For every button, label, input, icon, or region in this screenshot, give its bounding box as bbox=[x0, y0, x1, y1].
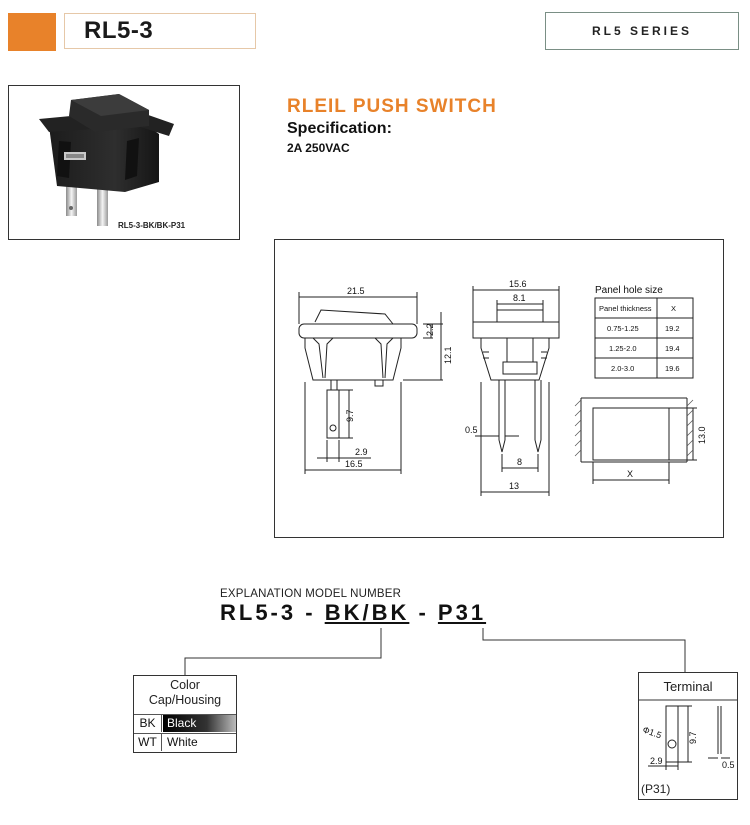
dimension-drawing: 21.5 2.2 12.1 9.7 2.9 16.5 15.6 8.1 0.5 … bbox=[298, 279, 707, 496]
dim-front-thickness: 0.5 bbox=[465, 425, 478, 435]
dim-side-height: 12.1 bbox=[443, 346, 453, 364]
color-code: WT bbox=[134, 734, 162, 751]
panel-table-header-x: X bbox=[671, 304, 676, 313]
terminal-diameter: Ф1.5 bbox=[641, 724, 663, 740]
series-frame bbox=[545, 12, 739, 50]
model-color-code: BK/BK bbox=[324, 600, 410, 625]
panel-table-title: Panel hole size bbox=[595, 285, 663, 296]
terminal-width: 2.9 bbox=[650, 756, 663, 766]
spec-label: Specification: bbox=[287, 120, 392, 137]
panel-table-cell: 19.6 bbox=[665, 364, 680, 373]
color-row-black: BK Black bbox=[134, 714, 236, 732]
model-prefix: RL5-3 - bbox=[220, 600, 325, 625]
terminal-drawing: Ф1.5 9.7 2.9 0.5 bbox=[638, 699, 738, 770]
color-name: White bbox=[167, 735, 198, 749]
dim-front-top: 15.6 bbox=[509, 279, 527, 289]
panel-table-cell: 19.4 bbox=[665, 344, 680, 353]
panel-table-header-thickness: Panel thickness bbox=[599, 304, 652, 313]
panel-table-cell: 2.0-3.0 bbox=[611, 364, 634, 373]
color-row-white: WT White bbox=[134, 733, 236, 751]
dim-side-terminal: 9.7 bbox=[345, 409, 355, 422]
series-label: RL5 SERIES bbox=[591, 24, 693, 38]
color-table-title: Color Cap/Housing bbox=[133, 678, 237, 708]
terminal-code: (P31) bbox=[641, 782, 671, 796]
cap-housing-title: Cap/Housing bbox=[148, 693, 222, 707]
dim-side-width: 21.5 bbox=[347, 286, 365, 296]
terminal-length: 9.7 bbox=[688, 731, 698, 744]
model-terminal-code: P31 bbox=[437, 600, 487, 625]
color-name: Black bbox=[163, 715, 236, 732]
panel-table-cell: 0.75-1.25 bbox=[607, 324, 639, 333]
panel-table-cell: 1.25-2.0 bbox=[609, 344, 637, 353]
title-frame bbox=[64, 13, 256, 49]
accent-block bbox=[8, 13, 56, 51]
color-title: Color bbox=[170, 678, 200, 692]
product-title: RLEIL PUSH SWITCH bbox=[287, 96, 497, 117]
dim-front-base: 13 bbox=[509, 481, 519, 491]
panel-hole-width-label: X bbox=[627, 469, 633, 479]
technical-drawing: 21.5 2.2 12.1 9.7 2.9 16.5 15.6 8.1 0.5 … bbox=[274, 239, 724, 538]
color-code: BK bbox=[134, 715, 162, 732]
panel-table-cell: 19.2 bbox=[665, 324, 680, 333]
panel-hole-height: 13.0 bbox=[697, 426, 707, 444]
terminal-title: Terminal bbox=[663, 679, 713, 694]
switch-photo-illustration bbox=[39, 94, 174, 226]
photo-caption: RL5-3-BK/BK-P31 bbox=[118, 221, 186, 230]
dim-side-cap: 2.2 bbox=[425, 323, 435, 336]
dim-side-terminal-width: 2.9 bbox=[355, 447, 368, 457]
spec-value: 2A 250VAC bbox=[287, 141, 350, 155]
terminal-thickness: 0.5 bbox=[722, 760, 735, 770]
product-photo bbox=[8, 85, 240, 240]
dim-side-base: 16.5 bbox=[345, 459, 363, 469]
terminal-box bbox=[638, 672, 738, 800]
model-number: RL5-3 - BK/BK - P31 bbox=[220, 600, 486, 626]
color-table bbox=[133, 675, 237, 753]
page-title: RL5-3 bbox=[84, 17, 154, 44]
model-separator: - bbox=[409, 600, 438, 625]
dim-front-inner: 8.1 bbox=[513, 293, 526, 303]
dim-front-pitch: 8 bbox=[517, 457, 522, 467]
explanation-label: EXPLANATION MODEL NUMBER bbox=[220, 588, 402, 600]
